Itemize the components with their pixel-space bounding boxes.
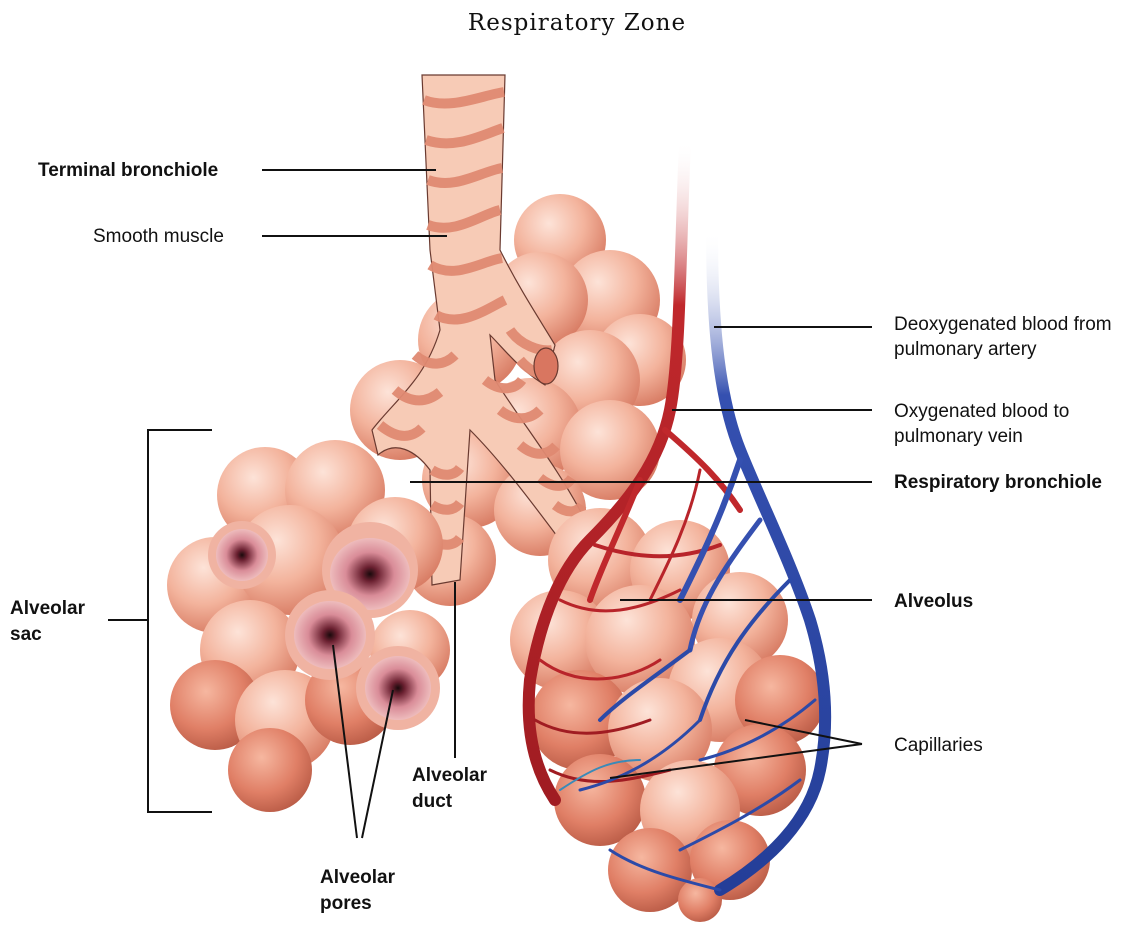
alveolus-capillary-cluster [510, 508, 825, 922]
label-terminal-bronchiole: Terminal bronchiole [38, 160, 218, 181]
label-oxygenated-line2: pulmonary vein [894, 426, 1023, 447]
label-alveolar-sac-line2: sac [10, 624, 42, 645]
label-alveolar-sac-line1: Alveolar [10, 598, 86, 619]
label-deoxygenated-line2: pulmonary artery [894, 339, 1037, 360]
label-smooth-muscle: Smooth muscle [93, 226, 224, 247]
label-alveolar-duct-line2: duct [412, 791, 453, 812]
label-alveolar-pores-line2: pores [320, 893, 372, 914]
label-deoxygenated-line1: Deoxygenated blood from [894, 314, 1112, 335]
label-alveolar-duct-line1: Alveolar [412, 765, 488, 786]
label-respiratory-bronchiole: Respiratory bronchiole [894, 472, 1102, 493]
label-alveolar-pores-line1: Alveolar [320, 867, 396, 888]
label-alveolus: Alveolus [894, 591, 973, 612]
diagram-title: Respiratory Zone [468, 10, 686, 36]
alveolar-sac-cluster [167, 440, 450, 812]
label-oxygenated-line1: Oxygenated blood to [894, 401, 1069, 422]
label-capillaries: Capillaries [894, 735, 983, 756]
